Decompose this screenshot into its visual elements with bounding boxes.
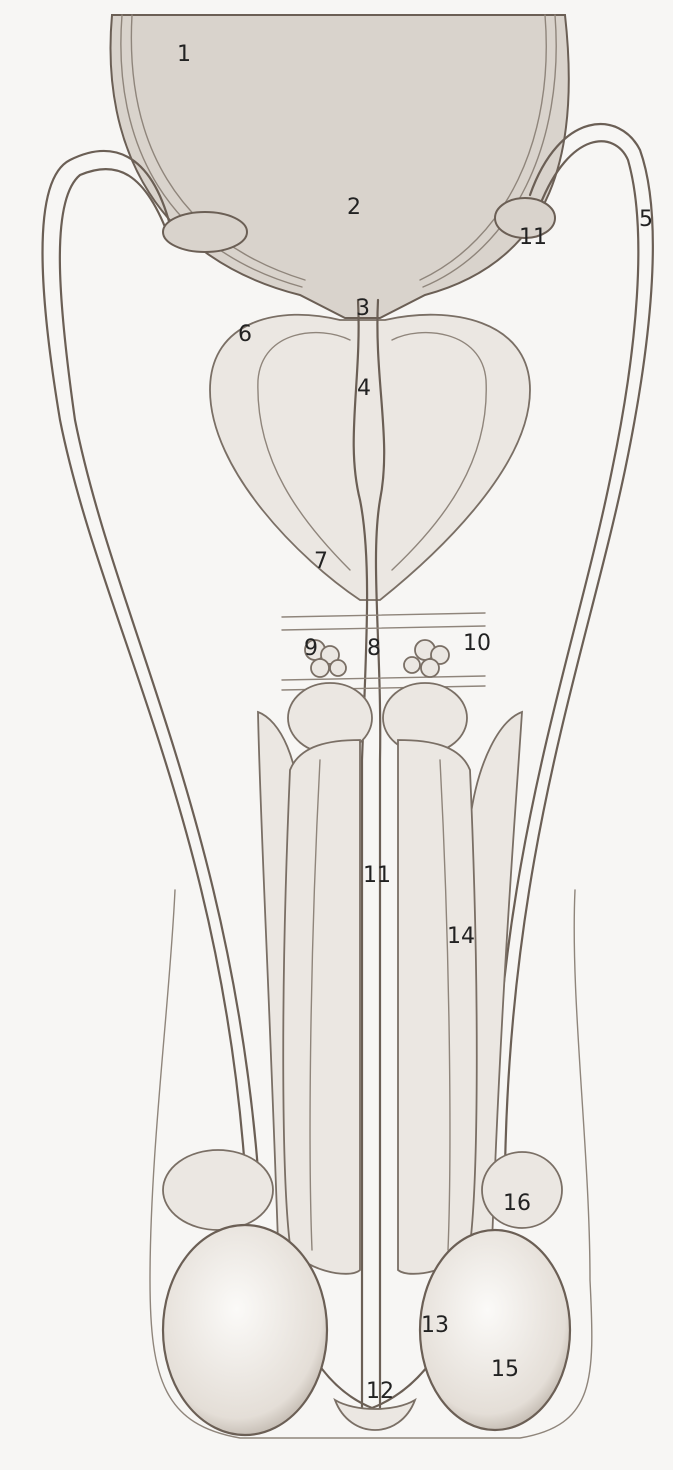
corpus-cavernosum-right	[398, 740, 477, 1274]
label-15: 15	[491, 1359, 519, 1381]
label-14: 14	[447, 926, 475, 948]
epididymis-left	[163, 1150, 273, 1230]
label-10: 10	[463, 633, 491, 655]
label-7: 7	[314, 551, 328, 573]
testis-left	[163, 1225, 327, 1435]
label-11-top: 11	[519, 227, 547, 249]
label-13: 13	[421, 1315, 449, 1337]
label-8: 8	[367, 638, 381, 660]
diaphragm-top	[282, 613, 485, 630]
label-3: 3	[356, 298, 370, 320]
label-6: 6	[238, 324, 252, 346]
prostate	[210, 315, 530, 600]
vas-deferens-left	[43, 151, 246, 1170]
label-11-shaft: 11	[363, 865, 391, 887]
glans-tip	[335, 1400, 415, 1430]
label-1: 1	[177, 44, 191, 66]
label-2: 2	[347, 197, 361, 219]
label-9: 9	[304, 638, 318, 660]
label-16: 16	[503, 1193, 531, 1215]
epididymis-right	[482, 1152, 562, 1228]
corpus-cavernosum-left	[283, 740, 360, 1274]
bulbourethral-gland-right	[404, 640, 449, 677]
vas-deferens-right	[505, 124, 653, 1170]
label-12: 12	[366, 1381, 394, 1403]
label-5: 5	[639, 209, 653, 231]
seminal-vesicle-left	[163, 212, 247, 252]
label-4: 4	[357, 378, 371, 400]
